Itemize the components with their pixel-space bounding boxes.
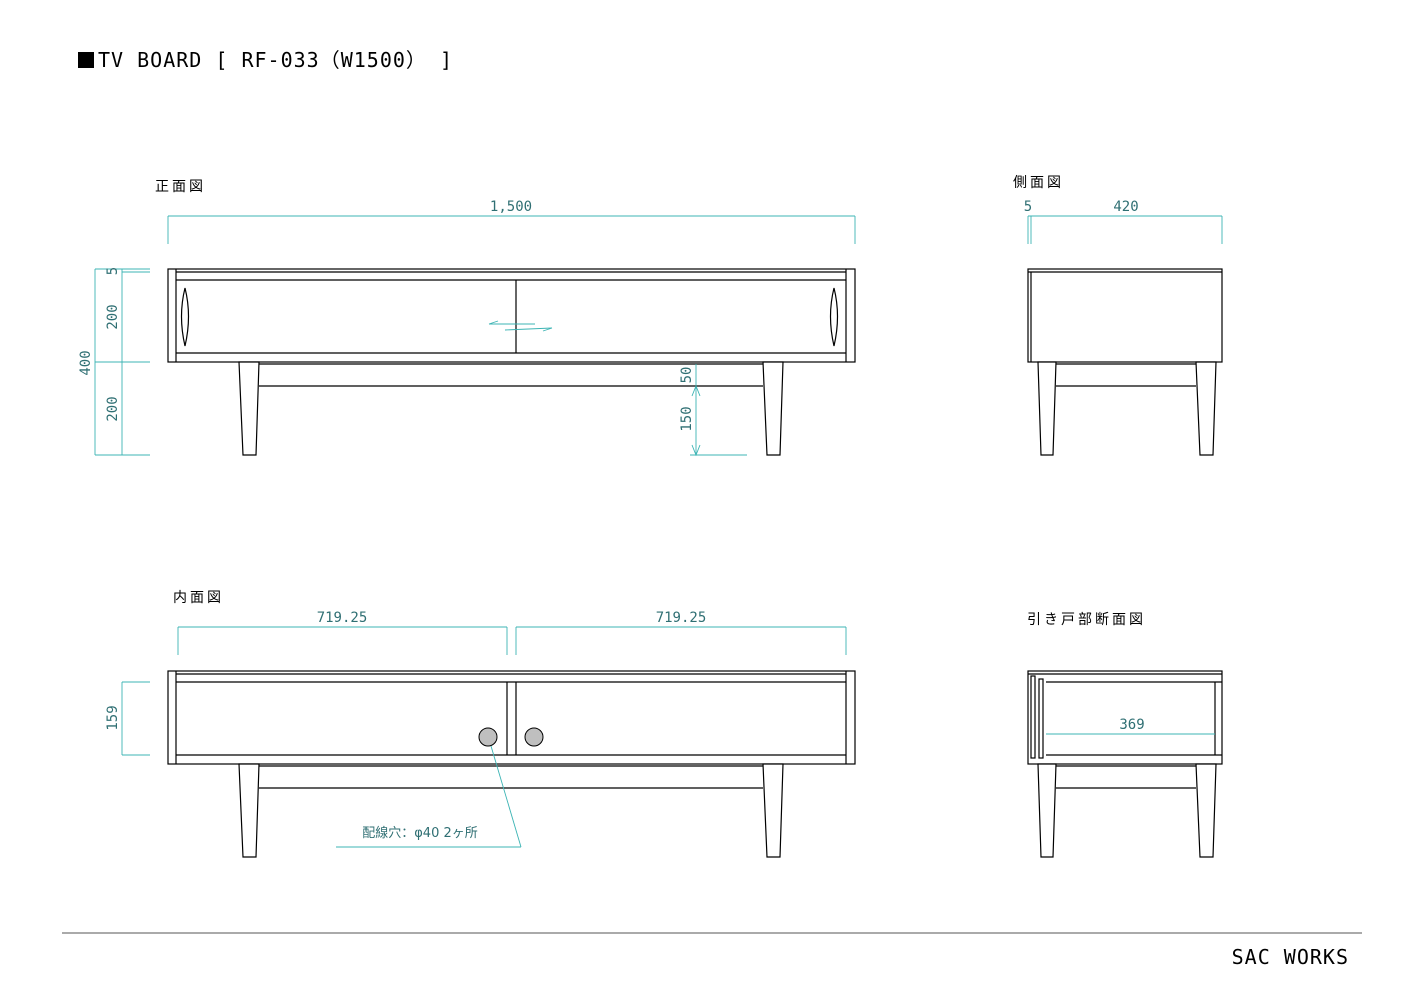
side-depth-dim: 420	[1113, 199, 1138, 215]
interior-view-label: 内面図	[173, 590, 224, 606]
front-view-label: 正面図	[155, 179, 206, 195]
leg-height-dim: 200	[105, 396, 121, 421]
front-view	[167, 268, 856, 456]
side-dimensions	[1027, 215, 1223, 244]
side-thickness-dim: 5	[1024, 199, 1032, 215]
footer-brand: SAC WORKS	[1231, 945, 1349, 969]
interior-view	[167, 670, 856, 858]
wiring-hole-left	[478, 727, 498, 747]
section-depth-dim: 369	[1119, 717, 1144, 733]
interior-left-width-dim: 719.25	[317, 610, 368, 626]
section-view	[1027, 670, 1223, 858]
interior-dimensions	[121, 626, 847, 848]
side-view	[1027, 268, 1223, 456]
interior-right-width-dim: 719.25	[656, 610, 707, 626]
drawing-title: TV BOARD [ RF-033（W1500） ]	[78, 44, 453, 73]
wiring-hole-right	[524, 727, 544, 747]
title-text: TV BOARD [ RF-033（W1500） ]	[98, 48, 453, 72]
front-dimensions	[94, 215, 856, 457]
interior-height-dim: 159	[105, 705, 121, 730]
total-height-dim: 400	[78, 350, 94, 375]
front-width-dim: 1,500	[490, 199, 532, 215]
top-thickness-dim: 5	[105, 267, 121, 275]
side-view-label: 側面図	[1013, 175, 1064, 191]
stretcher-offset-dim: 50	[679, 367, 695, 384]
square-bullet-icon	[78, 52, 94, 68]
body-height-dim: 200	[105, 304, 121, 329]
stretcher-height-dim: 150	[679, 406, 695, 431]
wiring-hole-note: 配線穴：φ40 2ヶ所	[362, 825, 478, 841]
section-view-label: 引き戸部断面図	[1027, 612, 1146, 628]
